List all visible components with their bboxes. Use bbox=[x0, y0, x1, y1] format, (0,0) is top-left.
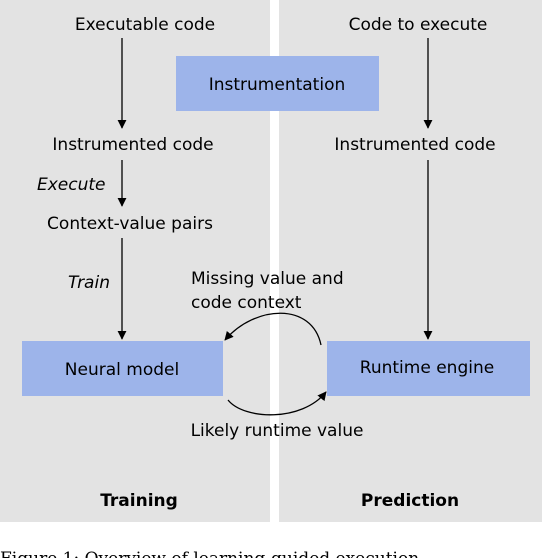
instrumentation-label: Instrumentation bbox=[209, 75, 346, 95]
execute-label: Execute bbox=[37, 175, 106, 195]
executable-code-label: Executable code bbox=[75, 15, 215, 35]
training-title: Training bbox=[100, 491, 178, 511]
prediction-instrumented-code-label: Instrumented code bbox=[334, 135, 495, 155]
prediction-title: Prediction bbox=[361, 491, 459, 511]
query-label-line1: Missing value and bbox=[191, 269, 344, 289]
runtime-engine-label: Runtime engine bbox=[360, 358, 494, 378]
instrumentation-box bbox=[176, 56, 379, 111]
context-value-pairs-label: Context-value pairs bbox=[47, 214, 213, 234]
query-label-line2: code context bbox=[191, 293, 302, 313]
train-label: Train bbox=[68, 273, 110, 293]
runtime-engine-box bbox=[327, 341, 530, 396]
figure-caption: Figure 1: Overview of learning-guided ex… bbox=[0, 549, 425, 558]
code-to-execute-label: Code to execute bbox=[349, 15, 488, 35]
arrow-query-to-model bbox=[224, 312, 322, 346]
arrow-response-to-engine bbox=[227, 391, 327, 416]
training-instrumented-code-label: Instrumented code bbox=[52, 135, 213, 155]
neural-model-box bbox=[22, 341, 223, 396]
response-label: Likely runtime value bbox=[191, 421, 364, 441]
neural-model-label: Neural model bbox=[65, 360, 179, 380]
